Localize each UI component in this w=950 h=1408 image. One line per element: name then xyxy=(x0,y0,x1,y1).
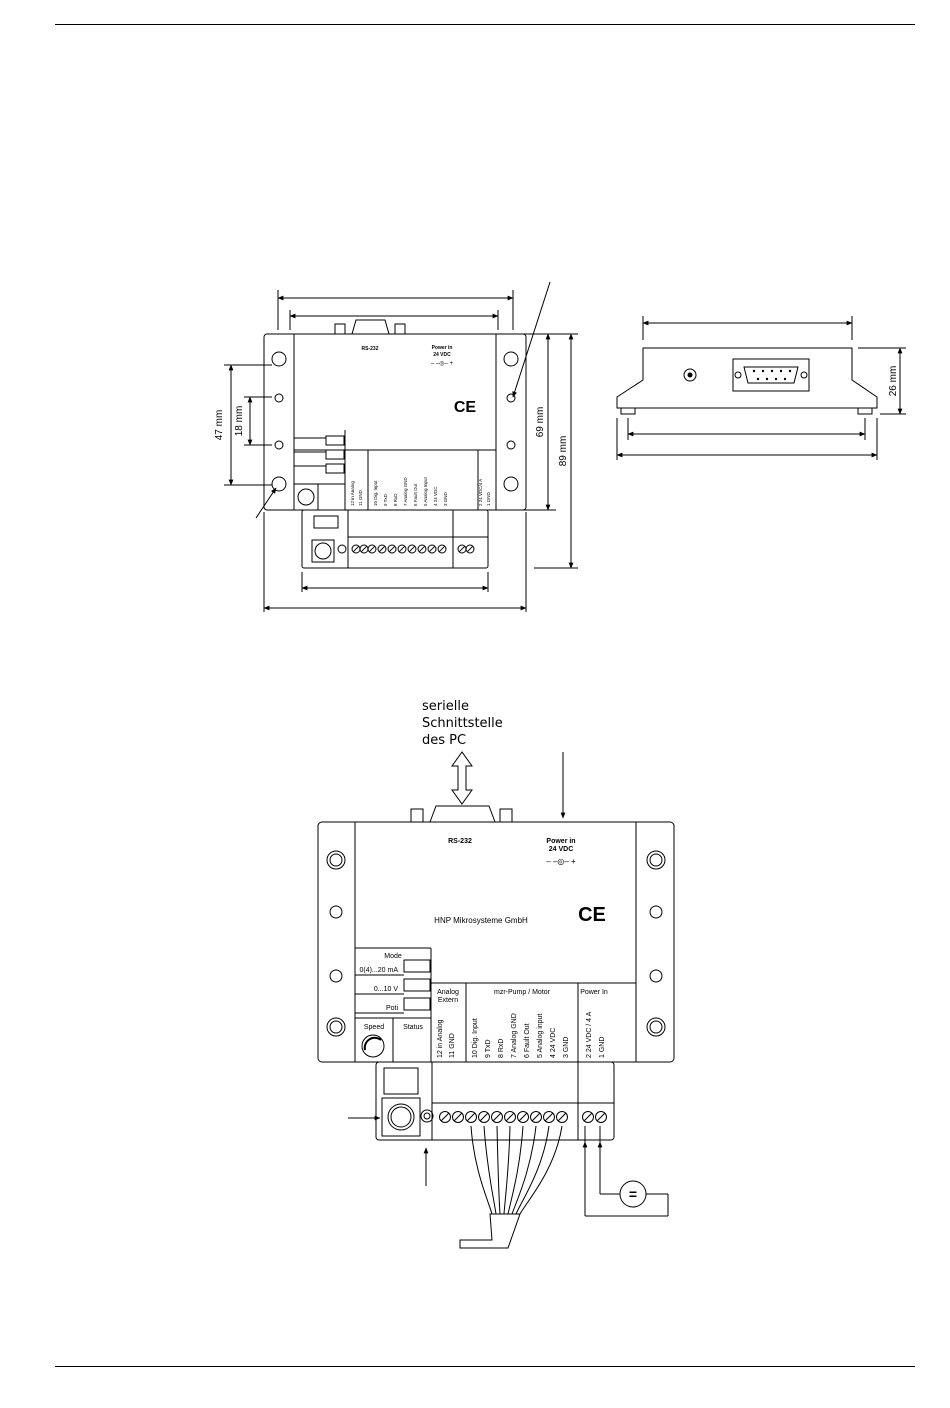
top-rs232-label: RS-232 xyxy=(362,346,379,352)
wiring-view xyxy=(317,751,675,1186)
top-pin-label: 11 GND xyxy=(358,489,363,506)
dim-69-label: 69 mm xyxy=(535,407,546,438)
top-pin-label: 1 GND xyxy=(486,491,491,506)
top-ce-mark: CE xyxy=(454,399,477,416)
dim-26-label: 26 mm xyxy=(888,366,899,397)
terminal-screw xyxy=(491,1111,503,1123)
terminal-screw xyxy=(367,544,377,554)
top-pin-label: 8 RxD xyxy=(393,493,398,506)
terminal-screw xyxy=(504,1111,516,1123)
top-pin-label: 12 in Analog xyxy=(350,481,355,506)
power-in-block-label: Power In xyxy=(580,989,608,996)
dim-18-label: 18 mm xyxy=(234,406,245,437)
terminal-screw xyxy=(427,544,437,554)
terminal-screw xyxy=(543,1111,555,1123)
pin-label: 2 24 VDC / 4 A xyxy=(586,1011,593,1058)
top-pin-label: 6 Fault Out xyxy=(413,483,418,506)
header-rule xyxy=(55,24,915,25)
terminal-screw xyxy=(387,544,397,554)
terminal-screw xyxy=(457,544,467,554)
polarity-label: – –◎– + xyxy=(546,857,576,866)
terminal-screw xyxy=(465,544,475,554)
pin-label: 7 Analog GND xyxy=(511,1013,518,1058)
analog-extern-label2: Extern xyxy=(438,997,458,1004)
terminal-screw xyxy=(465,1111,477,1123)
terminal-screw xyxy=(595,1111,607,1123)
pin-label: 11 GND xyxy=(449,1033,456,1058)
mode-0-20-label: 0(4)...20 mA xyxy=(359,967,398,974)
top-power-in-label: Power in xyxy=(432,345,453,351)
speed-label: Speed xyxy=(364,1024,384,1031)
pin-label: 12 in Analog xyxy=(437,1019,444,1058)
top-pin-label: 5 Analog Input xyxy=(423,476,428,506)
top-view xyxy=(224,281,578,612)
footer-rule xyxy=(55,1366,915,1367)
status-label: Status xyxy=(403,1024,423,1031)
side-view xyxy=(616,316,906,460)
dim-47-label: 47 mm xyxy=(214,410,225,441)
terminal-screw xyxy=(407,544,417,554)
terminal-screw xyxy=(530,1111,542,1123)
pin-label: 3 GND xyxy=(563,1037,570,1058)
ce-mark: CE xyxy=(578,904,606,926)
pin-label: 6 Fault Out xyxy=(524,1023,531,1058)
top-pin-label: 10 Dig. Input xyxy=(373,480,378,506)
terminal-screw xyxy=(517,1111,529,1123)
mode-label: Mode xyxy=(384,953,402,960)
terminal-screws xyxy=(439,1111,607,1123)
power-vdc-label: 24 VDC xyxy=(549,846,574,853)
pc-label-line1: serielle xyxy=(422,699,469,714)
terminal-screw xyxy=(359,544,369,554)
terminal-screw xyxy=(478,1111,490,1123)
terminal-screw xyxy=(351,544,361,554)
pc-label-line3: des PC xyxy=(422,733,466,748)
dc-supply-symbol: = xyxy=(629,1186,637,1202)
top-pin-label: 3 GND xyxy=(443,491,448,506)
mode-poti-label: Poti xyxy=(386,1005,399,1012)
pc-label-line2: Schnittstelle xyxy=(422,716,503,731)
terminal-screws-top xyxy=(351,544,475,554)
top-pin-label: 9 TxD xyxy=(383,493,388,506)
top-pin-label: 4 24 VDC xyxy=(433,486,438,506)
mode-0-10-label: 0...10 V xyxy=(374,986,398,993)
pump-motor-label: mzr-Pump / Motor xyxy=(494,989,551,996)
pin-label: 9 TxD xyxy=(485,1039,492,1058)
pin-label: 10 Dig. Input xyxy=(472,1018,479,1058)
analog-extern-label1: Analog xyxy=(437,989,459,996)
pin-label: 4 24 VDC xyxy=(550,1028,557,1058)
rs232-label: RS-232 xyxy=(448,838,472,845)
top-polarity-label: – –◎– + xyxy=(431,361,454,367)
company-label: HNP Mikrosysteme GmbH xyxy=(434,916,528,925)
terminal-screw xyxy=(556,1111,568,1123)
dim-89-label: 89 mm xyxy=(558,436,569,467)
terminal-screw xyxy=(439,1111,451,1123)
terminal-screw xyxy=(417,544,427,554)
terminal-screw xyxy=(437,544,447,554)
pin-label: 8 RxD xyxy=(498,1039,505,1058)
terminal-screw xyxy=(377,544,387,554)
top-pin-label: 7 Analog GND xyxy=(403,476,408,506)
terminal-screw xyxy=(582,1111,594,1123)
terminal-screw xyxy=(452,1111,464,1123)
power-in-label: Power in xyxy=(546,838,575,845)
cable-wires xyxy=(459,1125,669,1249)
pin-label: 5 Analog input xyxy=(537,1014,544,1058)
wiring-pin-labels: 12 in Analog 11 GND 10 Dig. Input 9 TxD 8 Rx… xyxy=(437,1011,606,1058)
top-power-vdc-label: 24 VDC xyxy=(433,352,451,358)
pin-label: 1 GND xyxy=(599,1037,606,1058)
terminal-screw xyxy=(397,544,407,554)
top-pin-label: 2 24 VDC/4 A xyxy=(478,479,483,506)
